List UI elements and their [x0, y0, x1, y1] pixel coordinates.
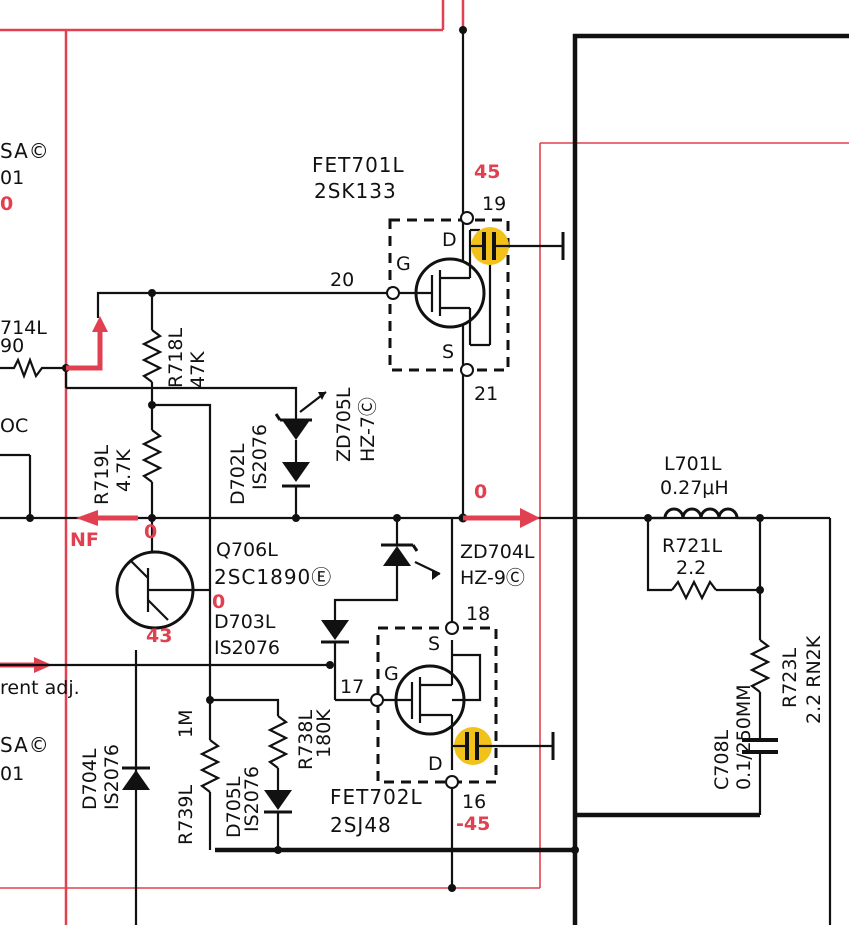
r719-value: 4.7K: [113, 449, 135, 492]
r738-value: 180K: [313, 709, 335, 758]
pin-g-top: G: [396, 253, 411, 275]
pin-18: 18: [466, 603, 490, 625]
q706-name: Q706L: [216, 539, 278, 561]
r719-name: R719L: [91, 445, 113, 505]
r721-name: R721L: [662, 535, 722, 557]
fet702-name: FET702L: [330, 785, 423, 809]
pin-d-bot: D: [428, 753, 443, 775]
bias-diode-network: [321, 518, 441, 702]
pin-16: 16: [462, 791, 486, 813]
chassis-bus: [215, 33, 849, 925]
fet701-name: FET701L: [312, 153, 405, 177]
edge-sa-top: SA©: [0, 139, 50, 163]
d702-type: IS2076: [249, 424, 271, 490]
pin-20: 20: [330, 269, 354, 291]
r718-value: 47K: [187, 351, 209, 388]
edge-sa-bottom: SA©: [0, 733, 50, 757]
fet701-type: 2SK133: [314, 179, 397, 203]
edge-voltage-0: 0: [0, 193, 13, 215]
d704-type: IS2076: [101, 744, 123, 810]
pin-17: 17: [340, 676, 364, 698]
q706-npn-transistor: [0, 518, 334, 669]
r739-name: R739L: [175, 785, 197, 845]
r723-value: 2.2 RN2K: [803, 635, 825, 724]
zd705-name: ZD705L: [333, 387, 355, 462]
fet702-type: 2SJ48: [330, 813, 392, 837]
fet701-gate-network: [0, 289, 387, 700]
pin-d-top: D: [442, 229, 457, 251]
edge-current-adj: rent adj.: [0, 677, 80, 699]
d702-name: D702L: [227, 443, 249, 505]
pin-21: 21: [474, 383, 498, 405]
edge-01-top: 01: [0, 167, 24, 189]
r723-name: R723L: [779, 648, 801, 708]
voltage-neg45: -45: [456, 813, 490, 835]
d705-type: IS2076: [241, 766, 263, 832]
gate-bias-resistors: [199, 696, 579, 854]
d704-diode: [122, 650, 150, 925]
zd704-name: ZD704L: [460, 541, 535, 563]
c708-name: C708L: [711, 729, 733, 790]
voltage-45: 45: [474, 161, 500, 183]
l701-value: 0.27μH: [660, 477, 729, 499]
r739-value: 1M: [175, 710, 197, 738]
pin-s-bot: S: [428, 633, 440, 655]
voltage-annotations: 45 0 0 0 43 -45 NF 0: [0, 161, 500, 835]
edge-01-bottom: 01: [0, 763, 24, 785]
voltage-base-0: 0: [144, 521, 157, 543]
d705-name: D705L: [223, 776, 245, 838]
fet701-heatsink-capacitor: [470, 227, 565, 265]
fet702-p-channel-mosfet: [370, 518, 498, 892]
pin-19: 19: [482, 193, 506, 215]
q706-type: 2SC1890Ⓔ: [214, 565, 332, 589]
r718-name: R718L: [165, 328, 187, 388]
pin-g-bot: G: [384, 663, 399, 685]
d703-name: D703L: [214, 611, 276, 633]
nf-label: NF: [70, 529, 99, 551]
zd705-type: HZ-7Ⓒ: [357, 397, 379, 462]
d704-name: D704L: [79, 748, 101, 810]
edge-714: 714L: [0, 317, 47, 339]
voltage-43: 43: [146, 625, 172, 647]
c708-value: 0.1/250MM: [733, 684, 755, 790]
voltage-emitter-0: 0: [212, 591, 225, 613]
r738-name: R738L: [295, 710, 317, 770]
voltage-output-0: 0: [474, 481, 487, 503]
fet702-heatsink-capacitor: [452, 727, 555, 765]
edge-oc: OC: [0, 415, 28, 437]
zd704-type: HZ-9Ⓒ: [460, 567, 525, 589]
l701-name: L701L: [664, 453, 722, 475]
d703-type: IS2076: [214, 637, 280, 659]
r721-value: 2.2: [676, 557, 706, 579]
component-labels: FET701L 2SK133 19 D G S 20 21 R718L 47K …: [0, 139, 825, 845]
pin-s-top: S: [442, 341, 454, 363]
output-filter-network: [646, 507, 778, 815]
output-rail: [0, 26, 830, 523]
edge-90: 90: [0, 335, 24, 357]
